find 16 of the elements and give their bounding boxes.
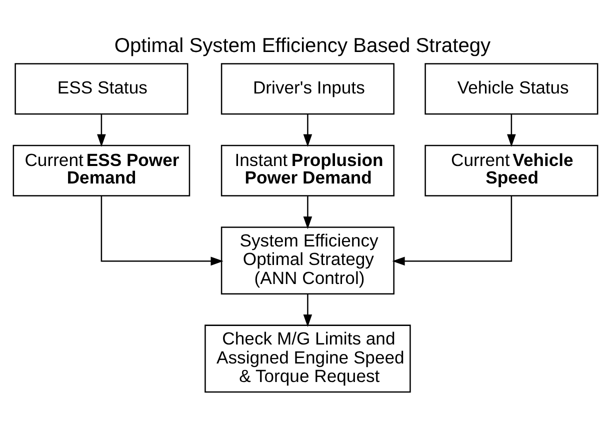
node-box: Current Vehicle Speed <box>424 144 598 196</box>
node-box: Vehicle Status <box>424 63 598 115</box>
arrow <box>303 196 312 230</box>
arrow <box>507 114 516 147</box>
node-box: ESS Status <box>14 63 188 115</box>
arrow <box>303 114 312 147</box>
node-box: System Efficiency Optimal Strategy (ANN Control) <box>220 226 394 294</box>
node-box: Instant Proplusion Power Demand <box>220 144 394 196</box>
node-box: Driver's Inputs <box>220 63 394 115</box>
arrow <box>392 196 512 266</box>
node-box: Current ESS Power Demand <box>12 144 190 196</box>
arrow <box>97 114 106 147</box>
arrow <box>303 294 312 328</box>
arrow <box>100 196 224 266</box>
node-box: Check M/G Limits and Assigned Engine Speed & Torque Request <box>204 324 411 393</box>
diagram-title: Optimal System Efficiency Based Strategy <box>114 35 491 58</box>
